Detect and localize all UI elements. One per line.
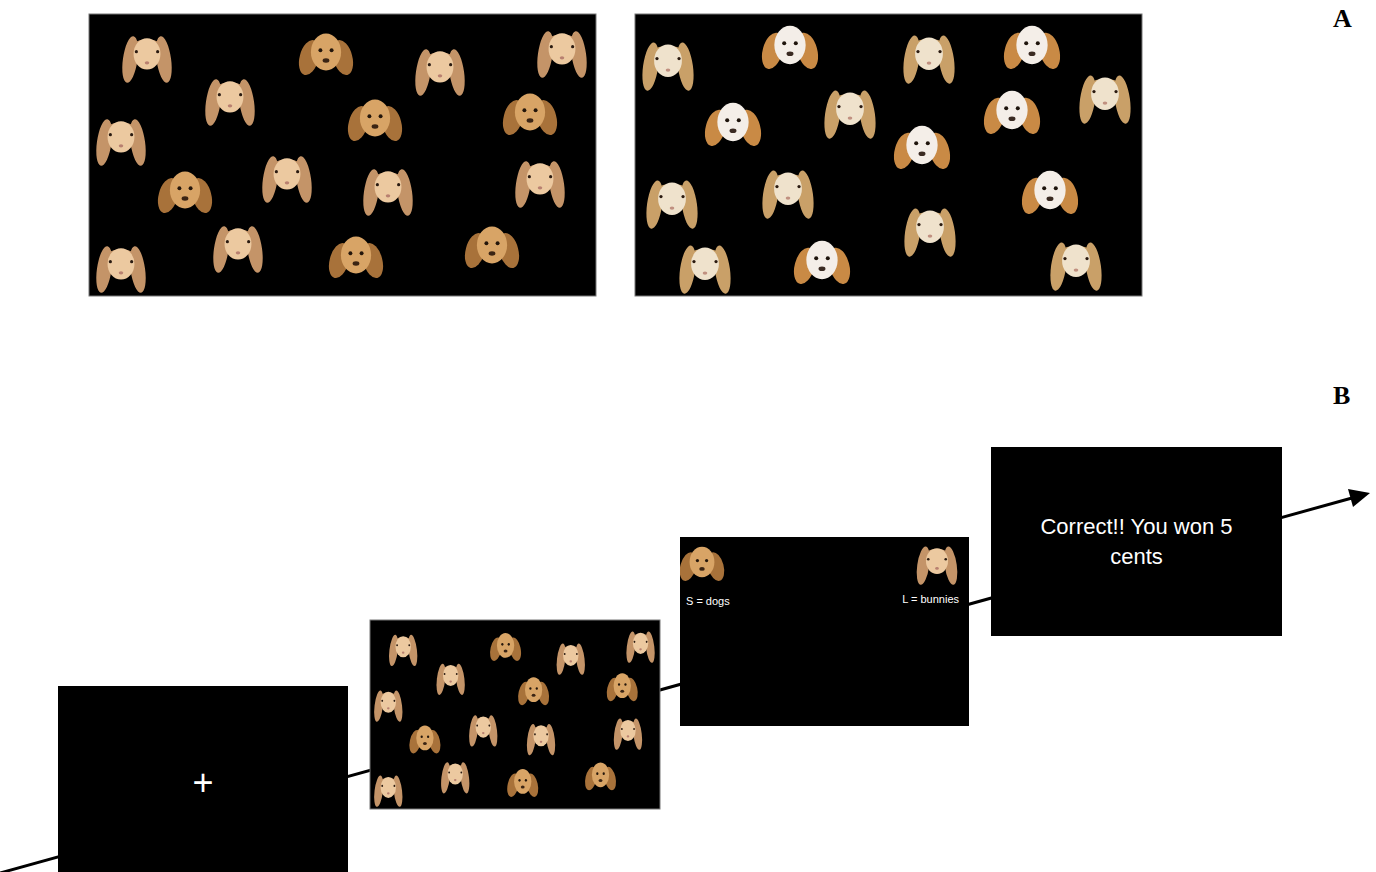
head-array bbox=[640, 26, 1134, 295]
bunny-head bbox=[203, 78, 258, 127]
bunny-head bbox=[435, 663, 466, 696]
bunny-head bbox=[361, 168, 416, 217]
bunny-head bbox=[535, 30, 590, 79]
dog-head bbox=[295, 34, 356, 78]
bunny-head bbox=[440, 761, 471, 794]
dog-head bbox=[516, 677, 551, 706]
head-array bbox=[373, 631, 656, 808]
dog-head bbox=[505, 769, 540, 798]
dog-head bbox=[890, 126, 953, 171]
panel-label: B bbox=[1333, 381, 1350, 411]
dog-head bbox=[605, 673, 640, 702]
bunny-head bbox=[555, 643, 586, 676]
response-screen: S = dogs L = bunnies bbox=[680, 537, 969, 726]
dog-head bbox=[461, 227, 522, 271]
bunny-head bbox=[373, 775, 404, 808]
dog-head bbox=[583, 762, 618, 791]
bunny-head bbox=[760, 169, 817, 219]
dog-head bbox=[499, 94, 560, 138]
dog-head bbox=[680, 547, 727, 583]
fixation-screen: + bbox=[58, 686, 348, 872]
bunny-head bbox=[901, 34, 958, 84]
bunny-head bbox=[640, 41, 697, 91]
dog-head bbox=[407, 726, 442, 755]
bunny-head bbox=[94, 245, 149, 294]
bunny-head bbox=[513, 160, 568, 209]
head-array bbox=[94, 30, 590, 294]
bunny-head bbox=[468, 715, 499, 748]
choice-icons bbox=[680, 537, 969, 726]
timeline-arrowhead bbox=[1348, 489, 1370, 507]
stimulus-image bbox=[635, 14, 1142, 296]
bunny-head bbox=[388, 634, 419, 667]
response-key-label: S = dogs bbox=[686, 595, 730, 607]
dog-head bbox=[980, 91, 1043, 136]
bunny-head bbox=[1077, 74, 1134, 124]
bunny-head bbox=[612, 718, 643, 751]
bunny-head bbox=[525, 723, 556, 756]
feedback-message: Correct!! You won 5 cents bbox=[1024, 512, 1250, 571]
bunny-head bbox=[211, 225, 266, 274]
bunny-head bbox=[120, 35, 175, 84]
bunny-head bbox=[373, 690, 404, 723]
dog-head bbox=[488, 633, 523, 662]
stimulus-screen bbox=[370, 620, 660, 809]
bunny-head bbox=[1048, 241, 1105, 291]
dog-head bbox=[154, 172, 215, 216]
bunny-head bbox=[822, 89, 879, 139]
dog-head bbox=[701, 103, 764, 148]
dog-head bbox=[325, 237, 386, 281]
panel-label: A bbox=[1333, 4, 1352, 34]
stimulus-image bbox=[89, 14, 596, 296]
dog-head bbox=[790, 241, 853, 286]
bunny-head bbox=[902, 207, 959, 257]
bunny-head bbox=[677, 244, 734, 294]
fixation-cross: + bbox=[192, 762, 213, 804]
bunny-head bbox=[94, 118, 149, 167]
dog-head bbox=[1000, 26, 1063, 71]
bunny-head bbox=[260, 155, 315, 204]
feedback-screen: Correct!! You won 5 cents bbox=[991, 447, 1282, 636]
bunny-head bbox=[644, 179, 701, 229]
bunny-head bbox=[625, 631, 656, 664]
dog-head bbox=[758, 26, 821, 71]
bunny-head bbox=[413, 48, 468, 97]
dog-head bbox=[344, 100, 405, 144]
response-key-label: L = bunnies bbox=[902, 593, 959, 605]
bunny-head bbox=[915, 546, 960, 586]
dog-head bbox=[1018, 171, 1081, 216]
